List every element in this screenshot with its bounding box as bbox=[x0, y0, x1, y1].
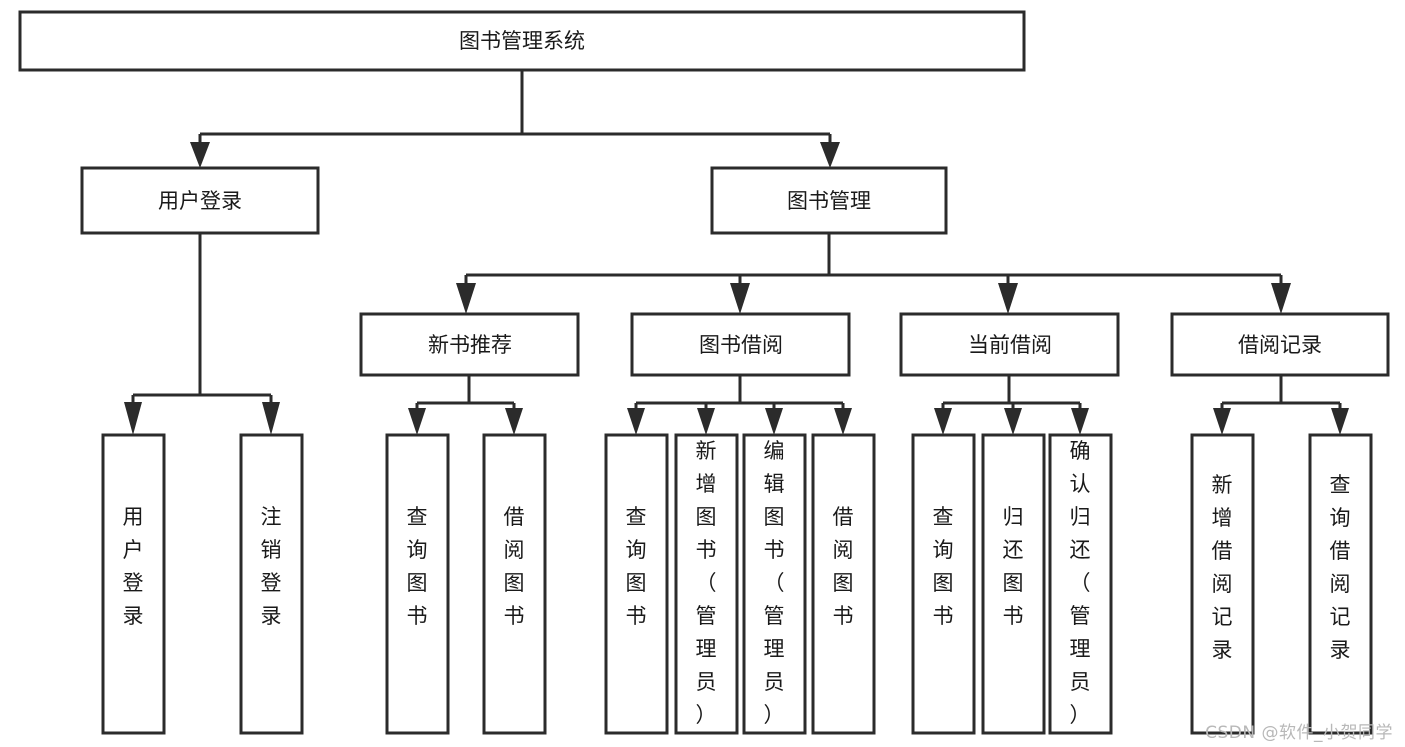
connector-layer bbox=[124, 70, 1349, 435]
leaf-newbook-borrow-book-label: 借阅图书 bbox=[504, 505, 525, 628]
leaf-user-login-label: 用户登录 bbox=[123, 505, 144, 628]
arrow-userlogin-to-logout bbox=[262, 402, 280, 435]
leaf-logout[interactable]: 注销登录 bbox=[239, 433, 304, 735]
leaf-borrow-query-book[interactable]: 查询图书 bbox=[604, 433, 669, 735]
leaf-borrow-add-book[interactable]: 新增图书（管理员） bbox=[674, 433, 739, 735]
arrow-bookmgmt-to-borrow bbox=[730, 283, 750, 314]
node-root-system[interactable]: 图书管理系统 bbox=[18, 10, 1026, 72]
leaf-user-login-box[interactable] bbox=[101, 433, 166, 735]
node-book-borrow[interactable]: 图书借阅 bbox=[630, 312, 851, 377]
node-current-borrow[interactable]: 当前借阅 bbox=[899, 312, 1120, 377]
leaf-current-confirm-return[interactable]: 确认归还（管理员） bbox=[1048, 433, 1113, 735]
node-new-book-recommend[interactable]: 新书推荐 bbox=[359, 312, 580, 377]
arrow-bookmgmt-to-newbook bbox=[456, 283, 476, 314]
leaf-record-query-record-label: 查询借阅记录 bbox=[1330, 473, 1351, 662]
node-book-borrow-label: 图书借阅 bbox=[699, 333, 783, 357]
node-borrow-record-box[interactable] bbox=[1170, 312, 1390, 377]
arrow-record-to-add bbox=[1213, 408, 1231, 435]
node-book-borrow-box[interactable] bbox=[630, 312, 851, 377]
leaf-borrow-add-book-label: 新增图书（管理员） bbox=[696, 439, 717, 727]
arrow-userlogin-to-login bbox=[124, 402, 142, 435]
leaf-borrow-borrow-book-box[interactable] bbox=[811, 433, 876, 735]
leaf-newbook-query-book[interactable]: 查询图书 bbox=[385, 433, 450, 735]
leaf-current-confirm-return-box[interactable] bbox=[1048, 433, 1113, 735]
node-book-management-label: 图书管理 bbox=[787, 189, 871, 213]
leaf-borrow-edit-book-box[interactable] bbox=[742, 433, 807, 735]
node-book-management-box[interactable] bbox=[710, 166, 948, 235]
arrow-borrow-to-edit bbox=[765, 408, 783, 435]
leaf-newbook-borrow-book[interactable]: 借阅图书 bbox=[482, 433, 547, 735]
node-user-login-label: 用户登录 bbox=[158, 189, 242, 213]
arrow-current-to-return bbox=[1004, 408, 1022, 435]
leaf-current-return-book-box[interactable] bbox=[981, 433, 1046, 735]
arrow-borrow-to-add bbox=[697, 408, 715, 435]
arrow-current-to-confirm bbox=[1071, 408, 1089, 435]
leaf-current-confirm-return-label: 确认归还（管理员） bbox=[1070, 439, 1091, 727]
node-current-borrow-label: 当前借阅 bbox=[968, 333, 1052, 357]
node-borrow-record[interactable]: 借阅记录 bbox=[1170, 312, 1390, 377]
node-new-book-recommend-label: 新书推荐 bbox=[428, 333, 512, 357]
leaf-record-add-record-box[interactable] bbox=[1190, 433, 1255, 735]
arrow-borrow-to-query bbox=[627, 408, 645, 435]
arrow-newbook-to-query bbox=[408, 408, 426, 435]
leaf-current-query-book[interactable]: 查询图书 bbox=[911, 433, 976, 735]
node-root-system-box[interactable] bbox=[18, 10, 1026, 72]
leaf-current-return-book[interactable]: 归还图书 bbox=[981, 433, 1046, 735]
leaf-borrow-query-book-label: 查询图书 bbox=[626, 505, 647, 628]
node-current-borrow-box[interactable] bbox=[899, 312, 1120, 377]
leaf-newbook-query-book-box[interactable] bbox=[385, 433, 450, 735]
leaf-current-query-book-box[interactable] bbox=[911, 433, 976, 735]
leaf-borrow-add-book-box[interactable] bbox=[674, 433, 739, 735]
leaf-record-add-record[interactable]: 新增借阅记录 bbox=[1190, 433, 1255, 735]
arrow-current-to-query bbox=[934, 408, 952, 435]
leaf-newbook-borrow-book-box[interactable] bbox=[482, 433, 547, 735]
leaf-borrow-query-book-box[interactable] bbox=[604, 433, 669, 735]
arrow-bookmgmt-to-record bbox=[1271, 283, 1291, 314]
leaf-current-return-book-label: 归还图书 bbox=[1003, 505, 1024, 628]
leaf-borrow-borrow-book[interactable]: 借阅图书 bbox=[811, 433, 876, 735]
node-user-login-box[interactable] bbox=[80, 166, 320, 235]
arrow-newbook-to-borrow bbox=[505, 408, 523, 435]
leaf-user-login[interactable]: 用户登录 bbox=[101, 433, 166, 735]
leaf-borrow-borrow-book-label: 借阅图书 bbox=[833, 505, 854, 628]
leaf-newbook-query-book-label: 查询图书 bbox=[407, 505, 428, 628]
arrow-bookmgmt-to-current bbox=[998, 283, 1018, 314]
arrow-record-to-query bbox=[1331, 408, 1349, 435]
leaf-record-query-record-box[interactable] bbox=[1308, 433, 1373, 735]
leaf-record-add-record-label: 新增借阅记录 bbox=[1212, 473, 1233, 662]
leaf-logout-box[interactable] bbox=[239, 433, 304, 735]
arrow-root-to-book-mgmt bbox=[820, 142, 840, 168]
node-root-system-label: 图书管理系统 bbox=[459, 29, 585, 53]
csdn-watermark: CSDN @软件_小贺同学 bbox=[1205, 723, 1393, 743]
arrow-root-to-user-login bbox=[190, 142, 210, 168]
node-borrow-record-label: 借阅记录 bbox=[1238, 333, 1322, 357]
leaf-logout-label: 注销登录 bbox=[261, 505, 282, 628]
leaf-current-query-book-label: 查询图书 bbox=[933, 505, 954, 628]
node-new-book-recommend-box[interactable] bbox=[359, 312, 580, 377]
leaf-borrow-edit-book-label: 编辑图书（管理员） bbox=[764, 439, 785, 727]
leaf-record-query-record[interactable]: 查询借阅记录 bbox=[1308, 433, 1373, 735]
leaf-borrow-edit-book[interactable]: 编辑图书（管理员） bbox=[742, 433, 807, 735]
node-user-login[interactable]: 用户登录 bbox=[80, 166, 320, 235]
arrow-borrow-to-borrowbook bbox=[834, 408, 852, 435]
node-book-management[interactable]: 图书管理 bbox=[710, 166, 948, 235]
